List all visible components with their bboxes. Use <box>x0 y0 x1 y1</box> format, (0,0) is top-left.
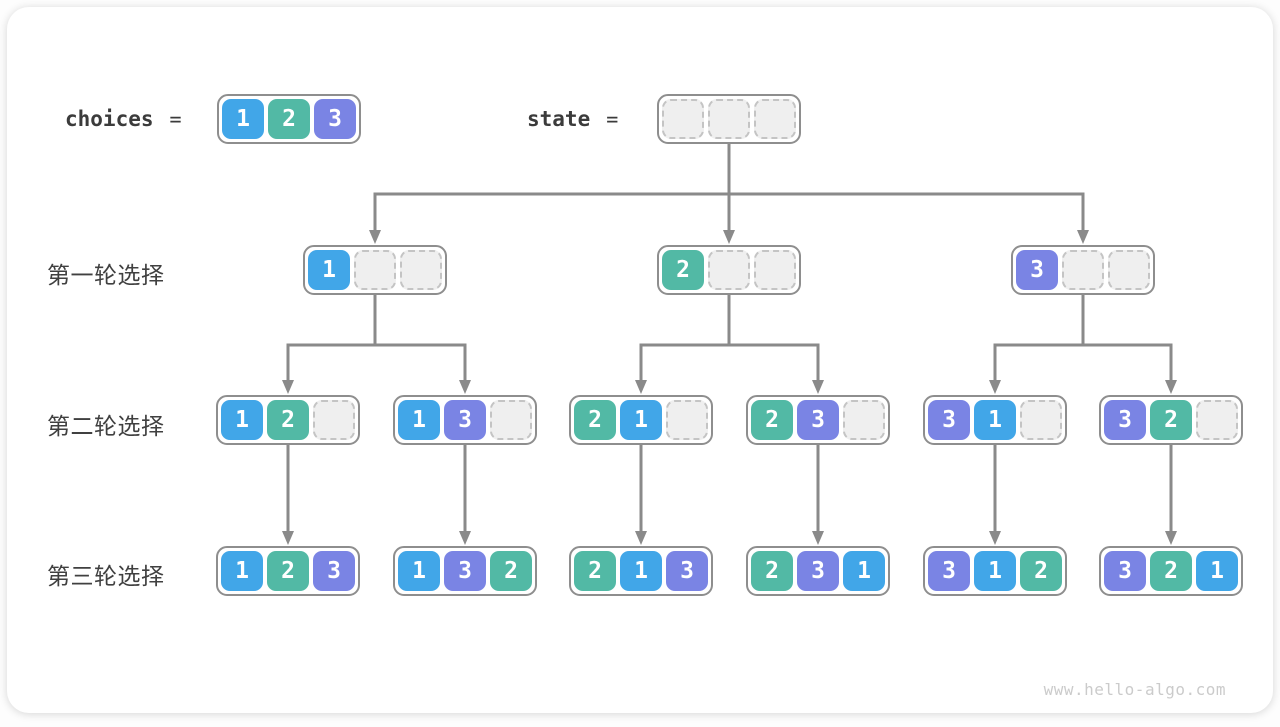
value-cell-1: 1 <box>843 551 885 591</box>
choices-label: choices <box>65 107 154 131</box>
value-cell-1: 1 <box>974 551 1016 591</box>
value-cell-1: 1 <box>222 99 264 139</box>
round-2-label: 第二轮选择 <box>47 413 165 439</box>
empty-cell <box>490 400 532 440</box>
value-cell-2: 2 <box>267 551 309 591</box>
empty-cell <box>400 250 442 290</box>
value-cell-2: 2 <box>574 400 616 440</box>
value-cell-1: 1 <box>1196 551 1238 591</box>
tree-connectors <box>282 144 1177 545</box>
value-cell-1: 1 <box>221 400 263 440</box>
empty-cell <box>1020 400 1062 440</box>
array-node-r1-3ee: 3 <box>1011 245 1155 295</box>
empty-cell <box>313 400 355 440</box>
empty-cell <box>662 99 704 139</box>
empty-cell <box>1062 250 1104 290</box>
empty-cell <box>666 400 708 440</box>
empty-cell <box>1108 250 1150 290</box>
round-3-label: 第三轮选择 <box>47 563 165 589</box>
value-cell-1: 1 <box>308 250 350 290</box>
choices-equals-sign: = <box>169 107 182 131</box>
value-cell-3: 3 <box>666 551 708 591</box>
empty-cell <box>708 250 750 290</box>
empty-cell <box>843 400 885 440</box>
round-1-label: 第一轮选择 <box>47 262 165 288</box>
value-cell-1: 1 <box>398 551 440 591</box>
value-cell-3: 3 <box>928 551 970 591</box>
state-caption: state = <box>527 94 618 144</box>
value-cell-2: 2 <box>1020 551 1062 591</box>
value-cell-3: 3 <box>1016 250 1058 290</box>
value-cell-1: 1 <box>620 551 662 591</box>
value-cell-3: 3 <box>1104 400 1146 440</box>
array-node-state <box>657 94 801 144</box>
value-cell-2: 2 <box>662 250 704 290</box>
value-cell-3: 3 <box>444 551 486 591</box>
value-cell-1: 1 <box>620 400 662 440</box>
watermark: www.hello-algo.com <box>1043 680 1226 699</box>
empty-cell <box>754 250 796 290</box>
state-label: state <box>527 107 591 131</box>
state-equals-sign: = <box>606 107 619 131</box>
empty-cell <box>1196 400 1238 440</box>
value-cell-2: 2 <box>267 400 309 440</box>
value-cell-1: 1 <box>398 400 440 440</box>
value-cell-2: 2 <box>574 551 616 591</box>
empty-cell <box>754 99 796 139</box>
value-cell-1: 1 <box>974 400 1016 440</box>
value-cell-2: 2 <box>1150 551 1192 591</box>
value-cell-3: 3 <box>928 400 970 440</box>
array-node-r1-2ee: 2 <box>657 245 801 295</box>
value-cell-2: 2 <box>751 551 793 591</box>
value-cell-1: 1 <box>221 551 263 591</box>
empty-cell <box>708 99 750 139</box>
value-cell-3: 3 <box>1104 551 1146 591</box>
value-cell-2: 2 <box>751 400 793 440</box>
value-cell-3: 3 <box>313 551 355 591</box>
value-cell-3: 3 <box>797 400 839 440</box>
array-node-r1-1ee: 1 <box>303 245 447 295</box>
value-cell-2: 2 <box>1150 400 1192 440</box>
value-cell-3: 3 <box>314 99 356 139</box>
value-cell-3: 3 <box>797 551 839 591</box>
value-cell-2: 2 <box>268 99 310 139</box>
value-cell-3: 3 <box>444 400 486 440</box>
choices-caption: choices = <box>65 94 182 144</box>
value-cell-2: 2 <box>490 551 532 591</box>
empty-cell <box>354 250 396 290</box>
